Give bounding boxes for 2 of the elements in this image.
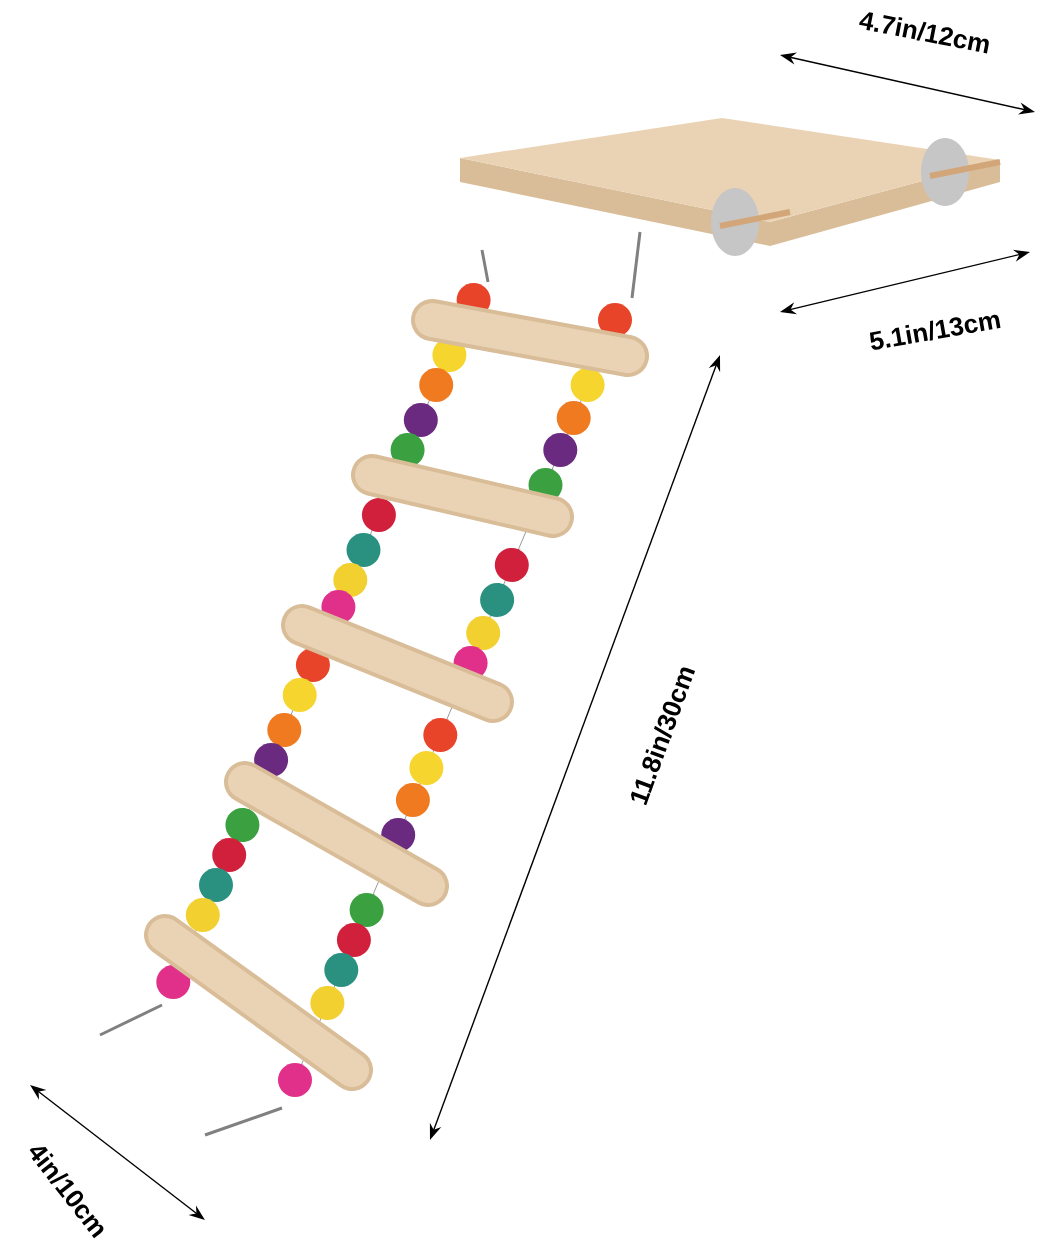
dimension-label: 5.1in/13cm [869,314,1001,350]
dimension-label: 4.7in/12cm [859,12,989,54]
